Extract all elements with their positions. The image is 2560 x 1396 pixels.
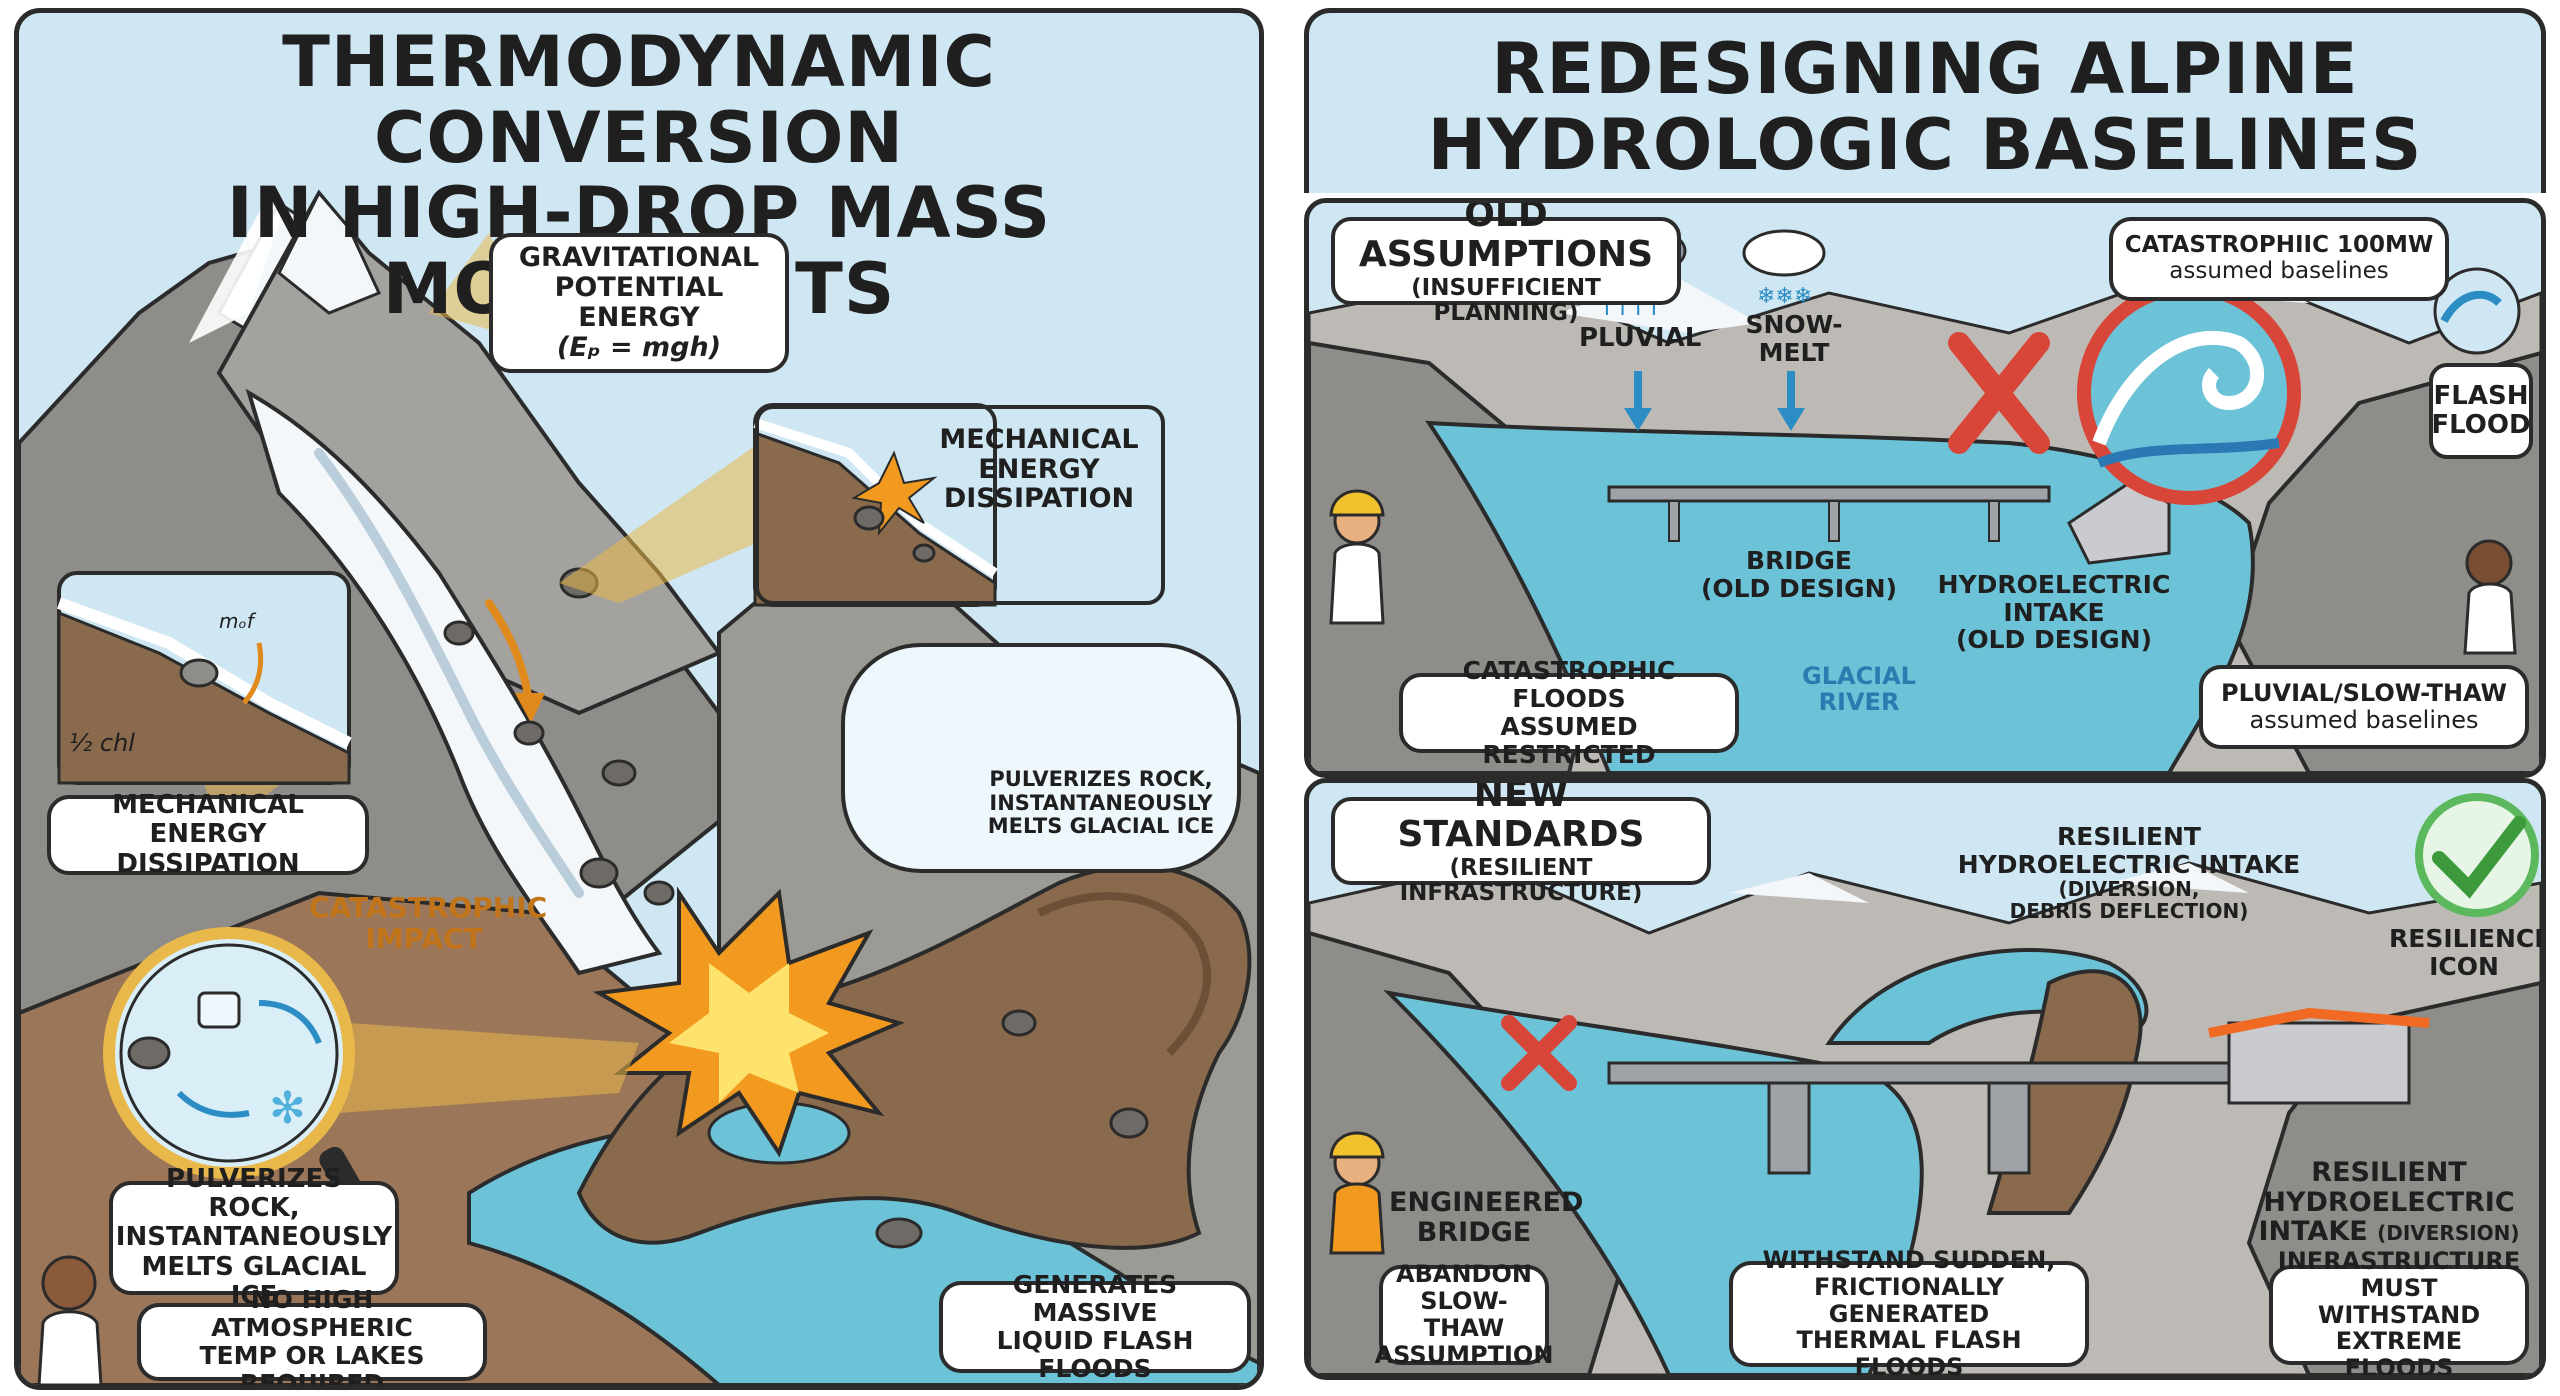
old-assumptions-panel: ╎╎╎╎ ❄❄❄ OLD ASSUMPTIONS (INSUF (1304, 198, 2546, 778)
old-bridge-label: BRIDGE (OLD DESIGN) (1700, 546, 1898, 603)
pluvial-arrow (1634, 371, 1642, 411)
title-line-2: HYDROLOGIC BASELINES (1427, 103, 2423, 186)
wave-icon (2092, 331, 2264, 446)
restricted-callout: CATASTROPHIC FLOODS ASSUMED RESTRICTED (1399, 657, 1739, 769)
red-x-icon (1948, 332, 2050, 454)
flash-flood-callout: FLASH FLOOD (2429, 363, 2533, 459)
old-bridge-deck (1607, 485, 2051, 503)
infrastructure-callout: INFRASTRUCTURE MUST WITHSTAND EXTREME FL… (2269, 1247, 2529, 1375)
new-standards-panel: NEW STANDARDS (RESILIENT INFRASTRUCTURE)… (1304, 778, 2546, 1380)
withstand-callout: WITHSTAND SUDDEN, FRICTIONALLY GENERATED… (1729, 1246, 2089, 1375)
ice-cube (197, 991, 241, 1029)
main-snowcap (277, 190, 382, 315)
flow-shade (314, 448, 584, 898)
old-heading: OLD ASSUMPTIONS (1358, 198, 1654, 276)
impact-label: CATASTROPHIC IMPACT (309, 891, 548, 955)
no-high-callout: NO HIGH ATMOSPHERIC TEMP OR LAKES REQUIR… (137, 1286, 487, 1385)
snow-cloud-icon (1742, 229, 1826, 277)
snowmelt-arrow (1787, 371, 1795, 411)
rock (643, 880, 675, 906)
generates-callout: GENERATES MASSIVE LIQUID FLASH FLOODS (939, 1271, 1251, 1383)
inset-slope (57, 610, 351, 785)
mud-curl (1037, 892, 1211, 1056)
inset-scribble-mof: mₒf (219, 609, 254, 633)
gpe-callout: GRAVITATIONAL POTENTIAL ENERGY (Eₚ = mgh… (489, 233, 789, 373)
catastrophic-baselines-callout: CATASTROPHIIC 100MW assumed baselines (2109, 217, 2449, 301)
water-arch (1825, 948, 2149, 1045)
process-arrow (176, 1090, 250, 1118)
rock (1001, 1009, 1037, 1037)
magnifier-left (103, 927, 355, 1179)
resilience-icon-label: RESILIENCE ICON (2389, 924, 2546, 981)
check-icon (2432, 816, 2526, 899)
right-panel-title: REDESIGNING ALPINE HYDROLOGIC BASELINES (1304, 28, 2546, 186)
flash-flood-circle (2077, 281, 2301, 505)
bridge-pier (1767, 1081, 1811, 1175)
engineered-bridge-deck (1607, 1061, 2251, 1085)
inset-rock (912, 543, 936, 563)
resilience-icon (2415, 793, 2539, 917)
hard-hat-icon (1329, 1131, 1385, 1159)
flow-arrowhead (515, 693, 545, 723)
snowflake-icon: ✻ (269, 1083, 306, 1134)
intake-highlight (2208, 1007, 2430, 1038)
new-heading: NEW STANDARDS (1397, 778, 1645, 856)
pluvial-label: PLUVIAL (1579, 323, 1702, 353)
old-intake (2067, 481, 2171, 565)
rock (127, 1036, 171, 1070)
new-heading-box: NEW STANDARDS (RESILIENT INFRASTRUCTURE) (1331, 783, 1711, 906)
mech-top-callout-frame (755, 405, 1165, 605)
resilient-intake-top-label: RESILIENT HYDROELECTRIC INTAKE (DIVERSIO… (1957, 822, 2301, 923)
beam (339, 1023, 639, 1113)
abandon-callout: ABANDON SLOW-THAW ASSUMPTION (1374, 1260, 1554, 1369)
flow-arrow (485, 599, 533, 707)
rock (513, 720, 545, 746)
engineered-bridge-label: ENGINEERED BRIDGE (1389, 1187, 1584, 1248)
right-panel: REDESIGNING ALPINE HYDROLOGIC BASELINES … (1304, 8, 2546, 1380)
right-title-bg (1304, 8, 2546, 193)
scientist-avatar (41, 1255, 97, 1311)
safety-vest (1329, 1182, 1385, 1255)
pluvial-baselines-callout: PLUVIAL/SLOW-THAW assumed baselines (2199, 665, 2529, 749)
glacial-river-label: GLACIAL RIVER (1802, 662, 1916, 717)
inset-snow (56, 597, 352, 749)
scientist-avatar (2465, 539, 2513, 587)
mech-left-callout: MECHANICAL ENERGY DISSIPATION (47, 791, 369, 878)
process-arrow (258, 1000, 322, 1045)
old-subheading: (INSUFFICIENT PLANNING) (1411, 274, 1601, 327)
inset-spark (851, 450, 938, 537)
pulverize-right-callout: PULVERIZES ROCK, INSTANTANEOUSLY MELTS G… (841, 643, 1241, 873)
flash-flood-icon (2433, 267, 2521, 355)
rock (601, 759, 637, 787)
left-panel: ✻ ✻ THERMODYNAMIC CONVERSION IN HIGH-DRO… (14, 8, 1264, 1390)
old-intake-label: HYDROELECTRIC INTAKE (OLD DESIGN) (1937, 570, 2171, 654)
snowmelt-label: SNOW- MELT (1745, 310, 1843, 367)
new-illustration (1309, 793, 2541, 1375)
explosion-core (669, 963, 829, 1103)
new-subheading: (RESILIENT INFRASTRUCTURE) (1399, 854, 1643, 907)
title-line-1: THERMODYNAMIC CONVERSION (282, 21, 996, 179)
mech-top-label: MECHANICAL ENERGY DISSIPATION (939, 424, 1139, 515)
title-line-1: REDESIGNING ALPINE (1491, 28, 2359, 110)
rock (875, 1217, 923, 1249)
lab-coat (37, 1310, 103, 1385)
beam (559, 443, 779, 603)
gpe-formula: (Eₚ = mgh) (556, 332, 722, 364)
hard-hat-icon (1329, 489, 1385, 517)
resilient-intake (2227, 1021, 2411, 1105)
snowflakes: ❄❄❄ (1757, 284, 1812, 309)
inset-rock (853, 505, 885, 531)
rock (1109, 1107, 1149, 1139)
rock (443, 620, 475, 646)
snow-highlight (189, 203, 284, 343)
inset-scribble-half: ½ chl (69, 729, 135, 757)
inset-arrow (242, 642, 264, 705)
resilient-intake-bottom-label: RESILIENT HYDROELECTRIC INTAKE (DIVERSIO… (2258, 1157, 2520, 1248)
bridge-pier (1987, 1081, 2031, 1175)
old-heading-box: OLD ASSUMPTIONS (INSUFFICIENT PLANNING) (1331, 203, 1681, 326)
pulverize-left-callout: PULVERIZES ROCK, INSTANTANEOUSLY MELTS G… (109, 1165, 399, 1310)
inset-rock (179, 658, 219, 688)
rock (579, 857, 619, 889)
red-x-icon (1501, 1015, 1577, 1091)
